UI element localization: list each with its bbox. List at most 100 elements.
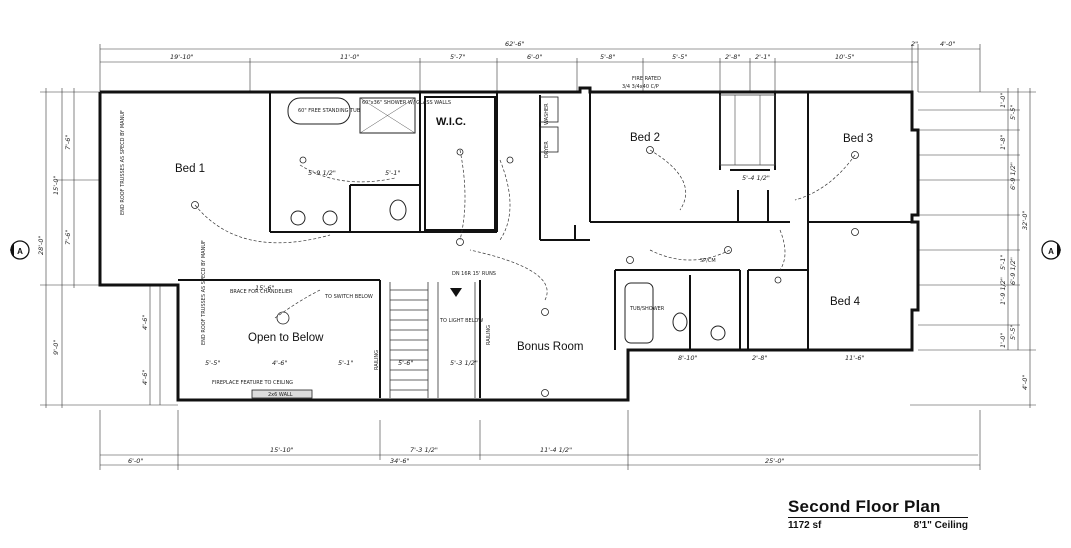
dim-inner: 15'-6" [255, 284, 275, 292]
dim-right: 1'-0" [999, 93, 1007, 108]
dim-top-overall: 62'-6" [505, 40, 525, 48]
sink [322, 210, 338, 226]
sink [710, 325, 726, 341]
dim-inner: 5'-6" [398, 359, 413, 367]
closet-shelving [719, 94, 776, 166]
dim-top: 19'-10" [170, 53, 194, 61]
sink [290, 210, 306, 226]
room-label-bonus-room: Bonus Room [517, 341, 583, 353]
ceiling-height: 8'1" Ceiling [913, 520, 968, 531]
room-label-bed-1: Bed 1 [175, 163, 205, 175]
dim-inner: 5'-9 1/2" [308, 169, 336, 177]
stair-down-arrow [450, 288, 462, 297]
dim-top: 2" [911, 40, 918, 48]
dim-top: 2'-8" [725, 53, 740, 61]
dim-right: 1'-8" [999, 135, 1007, 150]
note-roof-trusses-open: END ROOF TRUSSES AS SPECD BY MANUF [201, 240, 207, 345]
dim-left: 15'-0" [52, 175, 60, 195]
electrical-paths [194, 149, 856, 319]
dim-right: 1'-9 1/2" [999, 277, 1007, 305]
dim-inner: 5'-1" [338, 359, 353, 367]
dim-top: 2'-1" [755, 53, 770, 61]
note-fireplace: FIREPLACE FEATURE TO CEILING [212, 380, 293, 386]
dim-left: 4'-6" [141, 370, 149, 385]
dim-inner: 5'-4 1/2" [742, 174, 770, 182]
section-marker-label: A [17, 247, 23, 256]
note-railing: RAILING [374, 350, 380, 370]
note-to-switch: TO SWITCH BELOW [324, 294, 373, 300]
dim-top: 4'-0" [940, 40, 955, 48]
dim-top: 5'-8" [600, 53, 615, 61]
note-sp-cm: SP/CM [700, 258, 716, 264]
dim-right: 6'-9 1/2" [1009, 162, 1017, 190]
exterior-walls [98, 86, 920, 402]
dim-bottom: 15'-10" [270, 446, 294, 454]
dim-bottom: 11'-4 1/2" [540, 446, 572, 454]
shower [359, 97, 416, 134]
dim-inner: 5'-5" [205, 359, 220, 367]
dim-right: 32'-0" [1021, 210, 1029, 230]
bathtub [624, 282, 654, 344]
section-marker-right: A [1041, 240, 1061, 260]
dim-inner: 5'-3 1/2" [450, 359, 478, 367]
dim-bottom: 34'-6" [390, 457, 410, 465]
washer [539, 96, 559, 123]
interior-walls [100, 92, 912, 398]
note-dryer: DRYER [544, 141, 550, 158]
note-brace-chandelier: BRACE FOR CHANDELIER [230, 289, 293, 295]
dim-bottom: 25'-0" [765, 457, 785, 465]
dim-right: 5'-1" [999, 255, 1007, 270]
note-shower: 60"x36" SHOWER W/ GLASS WALLS [362, 100, 451, 106]
dim-right: 5'-5" [1009, 325, 1017, 340]
dim-right: 4'-0" [1021, 375, 1029, 390]
dim-inner: 5'-1" [385, 169, 400, 177]
dim-bottom: 6'-0" [128, 457, 143, 465]
room-label-bed-2: Bed 2 [630, 132, 660, 144]
title-block: Second Floor Plan 1172 sf 8'1" Ceiling [788, 497, 968, 531]
dim-top: 5'-7" [450, 53, 465, 61]
dim-right: 6'-9 1/2" [1009, 257, 1017, 285]
note-to-light: TO LIGHT BELOW [439, 318, 483, 324]
note-cp: 3/4 3/4x40 C/P [622, 84, 659, 90]
stairs [389, 282, 476, 398]
room-label-open-to-below: Open to Below [248, 332, 324, 344]
dim-left: 7'-6" [64, 230, 72, 245]
floor-area: 1172 sf [788, 520, 822, 531]
free-standing-tub [287, 97, 351, 125]
section-marker-label: A [1048, 247, 1054, 256]
note-stairs-down: DN 16R 15' RUNS [452, 271, 496, 277]
room-label-bed-4: Bed 4 [830, 296, 861, 308]
note-railing: RAILING [486, 325, 492, 345]
toilet [389, 199, 407, 221]
dim-right: 5'-5" [1009, 105, 1017, 120]
dim-left: 9'-0" [52, 340, 60, 355]
dim-top: 11'-0" [340, 53, 360, 61]
drawing-title: Second Floor Plan [788, 497, 968, 518]
note-roof-trusses-bed1: END ROOF TRUSSES AS SPECD BY MANUF [120, 110, 126, 215]
section-marker-left: A [10, 240, 30, 260]
dim-right: 1'-0" [999, 333, 1007, 348]
room-label-bed-3: Bed 3 [843, 133, 873, 145]
dim-top: 6'-0" [527, 53, 542, 61]
note-wall: 2x6 WALL [268, 392, 293, 398]
dim-left: 4'-6" [141, 315, 149, 330]
dim-top: 10'-5" [835, 53, 855, 61]
toilet [672, 312, 688, 332]
dim-inner: 11'-6" [845, 354, 865, 362]
dim-left: 7'-6" [64, 135, 72, 150]
dim-inner: 4'-6" [272, 359, 287, 367]
note-fire-rated: FIRE RATED [632, 76, 661, 82]
dim-top: 5'-5" [672, 53, 687, 61]
dim-left: 28'-0" [37, 235, 45, 255]
room-label-wic: W.I.C. [436, 116, 466, 128]
note-washer: WASHER [544, 103, 550, 125]
note-tub-shower: TUB/SHOWER [629, 306, 665, 312]
dim-inner: 2'-8" [752, 354, 767, 362]
dim-inner: 8'-10" [678, 354, 698, 362]
note-free-standing-tub: 60" FREE STANDING TUB [298, 108, 361, 114]
fireplace [251, 389, 313, 399]
dimension-lines [40, 44, 1036, 470]
light-fixtures [191, 146, 859, 397]
dim-bottom: 7'-3 1/2" [410, 446, 438, 454]
